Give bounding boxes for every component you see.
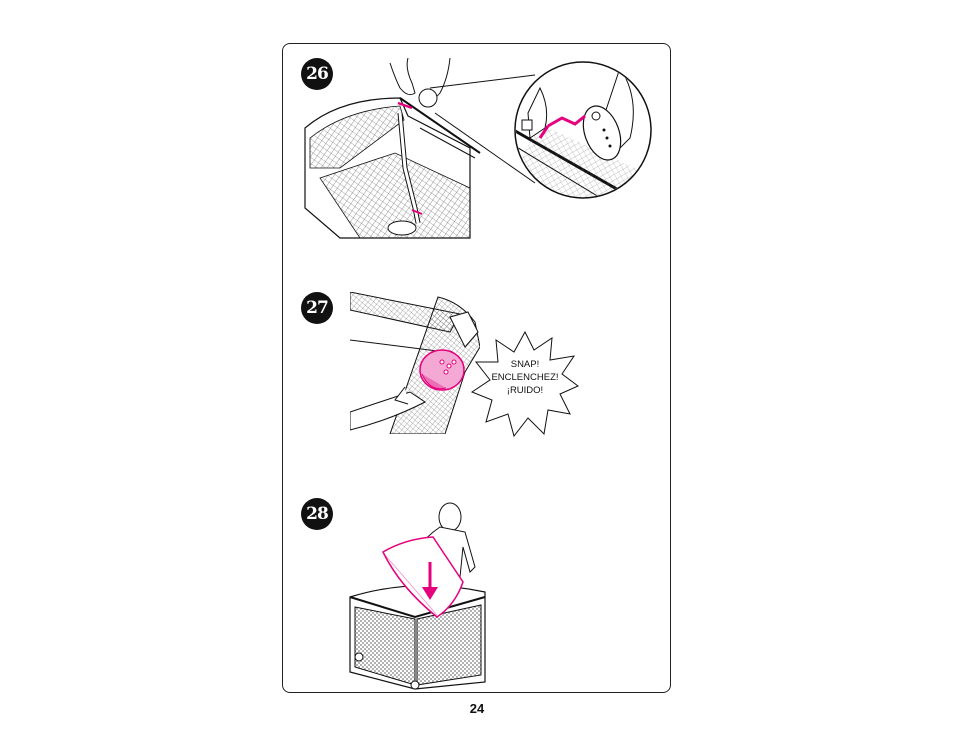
step-27-badge: 27 [301, 292, 333, 324]
callout-line-1: SNAP! [511, 359, 540, 370]
callout-line-3: ¡RUIDO! [507, 385, 543, 396]
step-27-illustration [350, 292, 480, 434]
step-28-illustration [345, 497, 495, 692]
step-28-badge: 28 [301, 498, 333, 530]
callout-line-2: ENCLENCHEZ! [491, 372, 558, 383]
snap-callout-burst: SNAP! ENCLENCHEZ! ¡RUIDO! [470, 330, 580, 440]
page-number: 24 [0, 701, 954, 716]
step-26-illustration [300, 58, 660, 248]
